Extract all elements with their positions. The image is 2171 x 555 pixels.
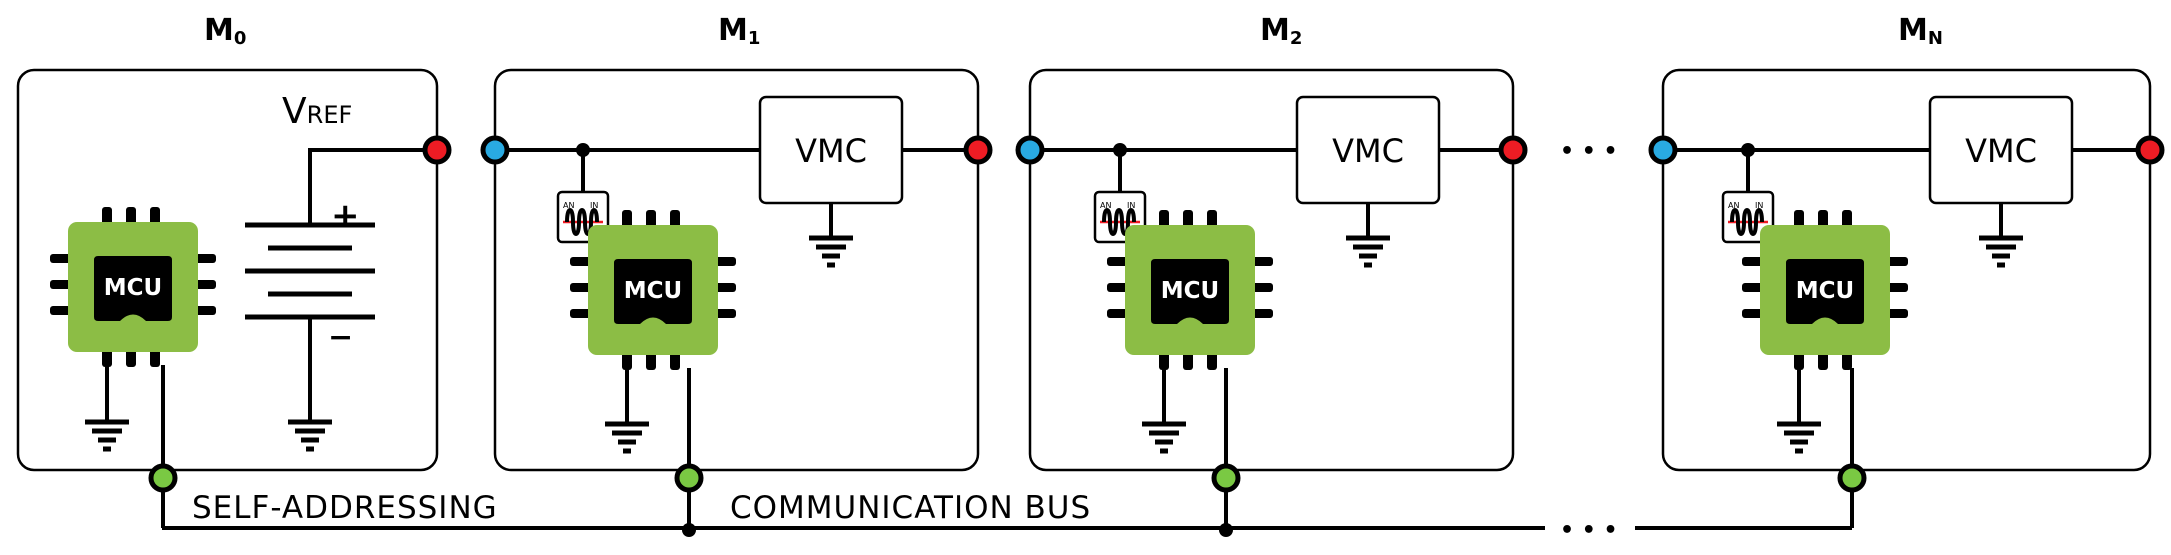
mcu-label-mn: MCU bbox=[1796, 278, 1854, 304]
module-label-m2: M2 bbox=[1260, 13, 1302, 49]
module-ellipsis: • • • bbox=[1560, 139, 1618, 164]
output-port-m0 bbox=[422, 135, 452, 165]
bus-port-m0 bbox=[148, 463, 178, 493]
module-m2: M2 AN IN VMC MCU bbox=[1015, 13, 1528, 537]
adc-label-an-m1: AN bbox=[563, 201, 574, 210]
module-mn: MN AN IN VMC MCU bbox=[1648, 13, 2165, 528]
module-label-m0: M0 bbox=[204, 13, 246, 49]
ground-icon bbox=[288, 398, 332, 449]
module-m0: M0 VREF + − MCU bbox=[16, 13, 452, 528]
bus-port-m2 bbox=[1211, 463, 1241, 493]
mcu-label-m1: MCU bbox=[624, 278, 682, 304]
adc-label-an-mn: AN bbox=[1728, 201, 1739, 210]
ground-icon bbox=[1777, 400, 1821, 451]
mcu-label-m2: MCU bbox=[1161, 278, 1219, 304]
ground-icon bbox=[809, 214, 853, 265]
bus-junction-m2 bbox=[1219, 523, 1233, 537]
module-label-mn: MN bbox=[1898, 13, 1943, 49]
input-port-m1 bbox=[480, 135, 510, 165]
bus-ellipsis: • • • bbox=[1560, 518, 1618, 543]
module-box-mn bbox=[1661, 68, 2152, 472]
bus-port-mn bbox=[1837, 463, 1867, 493]
bus-label-communication-bus: COMMUNICATION BUS bbox=[730, 490, 1091, 526]
mcu-label-m0: MCU bbox=[104, 275, 162, 301]
module-label-m1: M1 bbox=[718, 13, 760, 49]
vref-label: VREF bbox=[282, 91, 352, 132]
vref-wire bbox=[308, 148, 435, 225]
battery-plus-label: + bbox=[331, 196, 360, 236]
module-box-m2 bbox=[1028, 68, 1515, 472]
ground-icon bbox=[1142, 400, 1186, 451]
adc-label-in-m2: IN bbox=[1127, 201, 1135, 210]
ground-icon bbox=[85, 398, 129, 449]
module-box-m1 bbox=[493, 68, 980, 472]
bus-label-self-addressing: SELF-ADDRESSING bbox=[192, 490, 498, 526]
bus-junction-m1 bbox=[682, 523, 696, 537]
adc-label-an-m2: AN bbox=[1100, 201, 1111, 210]
output-port-mn bbox=[2135, 135, 2165, 165]
ground-icon bbox=[1979, 214, 2023, 265]
vmc-label-mn: VMC bbox=[1965, 132, 2037, 170]
input-port-m2 bbox=[1015, 135, 1045, 165]
module-box-m0 bbox=[16, 68, 439, 472]
output-port-m2 bbox=[1498, 135, 1528, 165]
vmc-label-m1: VMC bbox=[795, 132, 867, 170]
ground-icon bbox=[1346, 214, 1390, 265]
module-m1: M1 AN IN VMC MCU bbox=[480, 13, 993, 537]
ground-icon bbox=[605, 400, 649, 451]
vmc-label-m2: VMC bbox=[1332, 132, 1404, 170]
input-port-mn bbox=[1648, 135, 1678, 165]
adc-label-in-m1: IN bbox=[590, 201, 598, 210]
bus-port-m1 bbox=[674, 463, 704, 493]
battery-minus-label: − bbox=[328, 320, 353, 355]
battery-symbol bbox=[245, 222, 375, 398]
adc-label-in-mn: IN bbox=[1755, 201, 1763, 210]
output-port-m1 bbox=[963, 135, 993, 165]
